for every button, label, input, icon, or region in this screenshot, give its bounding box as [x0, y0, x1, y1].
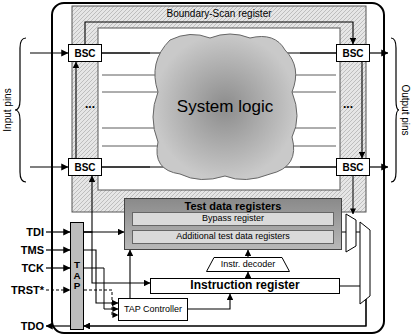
- node-text: Test data registers: [184, 200, 281, 212]
- pin-name: TRST*: [4, 284, 44, 296]
- bsc-cell: BSC: [68, 44, 102, 62]
- tap-controller: TAP Controller: [118, 298, 188, 321]
- logic-area: [98, 28, 340, 190]
- bsc-cell: BSC: [336, 158, 370, 176]
- connector: [361, 62, 362, 158]
- connector: [129, 250, 130, 298]
- connector: [84, 250, 118, 303]
- connector: [102, 166, 150, 167]
- connector: [84, 176, 92, 232]
- register-box: Bypass register: [132, 212, 334, 226]
- connector: [300, 52, 336, 53]
- node-text: Additional test data registers: [176, 232, 290, 242]
- pin-name: TDO: [4, 320, 44, 332]
- node-text: Instr. decoder: [221, 260, 276, 270]
- node-text: Instruction register: [190, 279, 299, 292]
- register-box: Additional test data registers: [132, 230, 334, 244]
- scan-register-band: Boundary-Scan registerBSC BSC System logic…: [72, 6, 366, 212]
- connector: [188, 294, 230, 309]
- pin-name: TMS: [4, 244, 44, 256]
- pin-group-label: Output pins: [399, 72, 411, 148]
- control-wires: [84, 176, 353, 315]
- node-text: TAP: [72, 260, 82, 293]
- connector: [247, 250, 248, 257]
- node-text: BSC: [342, 48, 363, 59]
- connector: [102, 52, 150, 53]
- connector: [300, 166, 336, 167]
- chip-outline: [52, 3, 384, 333]
- tap-port-bar: TAP: [70, 222, 84, 330]
- node-text: TAP Controller: [124, 305, 182, 315]
- instruction-decoder: Instr. decoder: [206, 257, 290, 272]
- pin-group-label: Input pins: [2, 75, 14, 145]
- node-text: BSC: [74, 162, 95, 173]
- scan-band: [72, 6, 366, 212]
- system-logic-cloud: System logic: [150, 32, 300, 182]
- bsc-cell: BSC: [68, 158, 102, 176]
- mux-symbol: [346, 214, 356, 252]
- mux-symbol: [360, 222, 370, 304]
- bsc-cell: BSC: [336, 44, 370, 62]
- ellipsis: ...: [340, 98, 356, 110]
- instruction-register: Instruction register: [150, 278, 340, 294]
- node-text: System logic: [177, 98, 273, 117]
- connector: [75, 62, 76, 158]
- node-text: BSC: [74, 48, 95, 59]
- pin-name: TDI: [4, 226, 44, 238]
- node-text: Boundary-Scan register: [166, 8, 271, 19]
- pin-name: TCK: [4, 262, 44, 274]
- node-text: BSC: [342, 162, 363, 173]
- node-text: Bypass register: [202, 214, 264, 224]
- test-data-registers: Test data registersBypass registerAdditi…: [124, 198, 342, 250]
- ellipsis: ...: [82, 98, 98, 110]
